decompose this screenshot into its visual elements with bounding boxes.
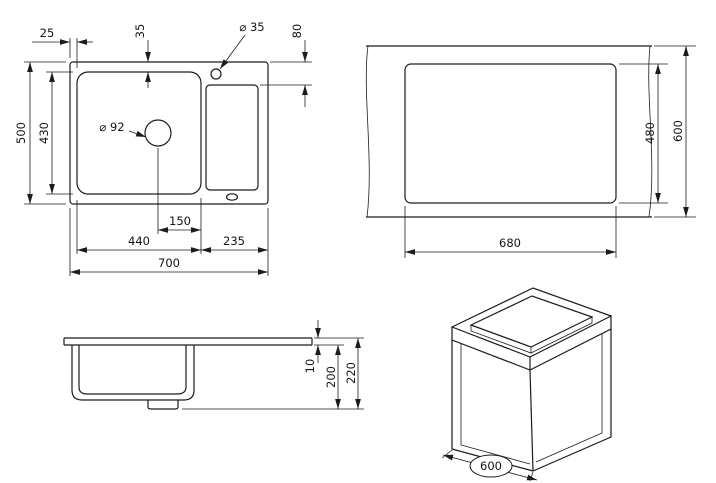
dim-rim-height-10: 10 bbox=[303, 320, 321, 374]
dim-bowl-width-440: 440 bbox=[76, 200, 201, 254]
dia-35-label: ⌀ 35 bbox=[239, 20, 264, 34]
dim-680-label: 680 bbox=[499, 236, 521, 250]
left-panel-thickness bbox=[460, 344, 531, 465]
dim-220-label: 220 bbox=[344, 362, 358, 384]
dim-top-offset-35: 35 bbox=[133, 24, 151, 88]
sink-bowl bbox=[76, 71, 202, 195]
dim-cabinet-600-label: 600 bbox=[480, 459, 502, 473]
right-panel-thickness bbox=[535, 334, 603, 463]
rim-cutout-quad bbox=[469, 295, 594, 348]
dim-430-label: 430 bbox=[37, 122, 51, 144]
dim-total-height-220: 220 bbox=[344, 338, 361, 409]
left-panel-outline bbox=[451, 340, 534, 472]
dim-150-label: 150 bbox=[169, 214, 191, 228]
dim-cutout-depth-480: 480 bbox=[619, 63, 668, 204]
sink-side-view: 10 200 220 bbox=[63, 320, 364, 410]
overflow-hole bbox=[225, 193, 239, 201]
drainboard bbox=[205, 84, 259, 191]
tap-hole bbox=[210, 68, 222, 80]
dim-600-label: 600 bbox=[671, 120, 685, 142]
dim-480-label: 480 bbox=[643, 122, 657, 144]
countertop-cutout-view: 480 600 680 bbox=[365, 45, 696, 258]
dim-200-label: 200 bbox=[324, 366, 338, 388]
sink-top-view: 25 35 ⌀ 35 80 500 430 bbox=[14, 20, 312, 276]
counter-break-left bbox=[365, 45, 370, 218]
dim-10-label: 10 bbox=[303, 359, 317, 374]
dim-drain-to-edge-150: 150 bbox=[157, 148, 202, 254]
dim-cutout-width-680: 680 bbox=[404, 206, 617, 258]
dim-bowl-depth-430: 430 bbox=[37, 71, 73, 195]
cabinet-3d-view: 600 bbox=[441, 287, 613, 482]
dim-600-balloon bbox=[469, 454, 513, 478]
dim-left-offset-25: 25 bbox=[32, 26, 93, 68]
dim-80-label: 80 bbox=[290, 24, 304, 39]
cutout-depth-lines bbox=[470, 317, 593, 354]
sink-outline bbox=[69, 61, 269, 205]
dim-drainboard-offset-80: 80 bbox=[260, 24, 312, 107]
dim-500-label: 500 bbox=[14, 122, 28, 144]
bowl-outer-profile bbox=[71, 345, 195, 401]
dia-tap-hole-35: ⌀ 35 bbox=[219, 20, 265, 70]
cutout-rectangle bbox=[404, 63, 617, 204]
dim-drainboard-width-235: 235 bbox=[201, 208, 269, 276]
dim-440-label: 440 bbox=[128, 234, 150, 248]
dim-700-label: 700 bbox=[158, 256, 180, 270]
dim-25-label: 25 bbox=[40, 26, 55, 40]
dim-counter-depth-600: 600 bbox=[654, 45, 696, 218]
rim-slab bbox=[451, 316, 612, 371]
front-corner-edge bbox=[529, 369, 534, 472]
dim-235-label: 235 bbox=[223, 234, 245, 248]
dim-width-total-700: 700 bbox=[69, 208, 268, 276]
dia-drain-92: ⌀ 92 bbox=[99, 120, 147, 138]
dim-bowl-height-200: 200 bbox=[324, 345, 341, 409]
dia-92-label: ⌀ 92 bbox=[99, 120, 124, 134]
dim-cabinet-width-600: 600 bbox=[441, 449, 538, 482]
dim-depth-total-500: 500 bbox=[14, 61, 66, 205]
drain-hole bbox=[144, 119, 172, 147]
right-panel-outline bbox=[532, 329, 612, 472]
dim-35-label: 35 bbox=[133, 24, 147, 39]
drain-fitting-profile bbox=[147, 400, 179, 410]
bowl-inner-profile bbox=[78, 345, 187, 395]
